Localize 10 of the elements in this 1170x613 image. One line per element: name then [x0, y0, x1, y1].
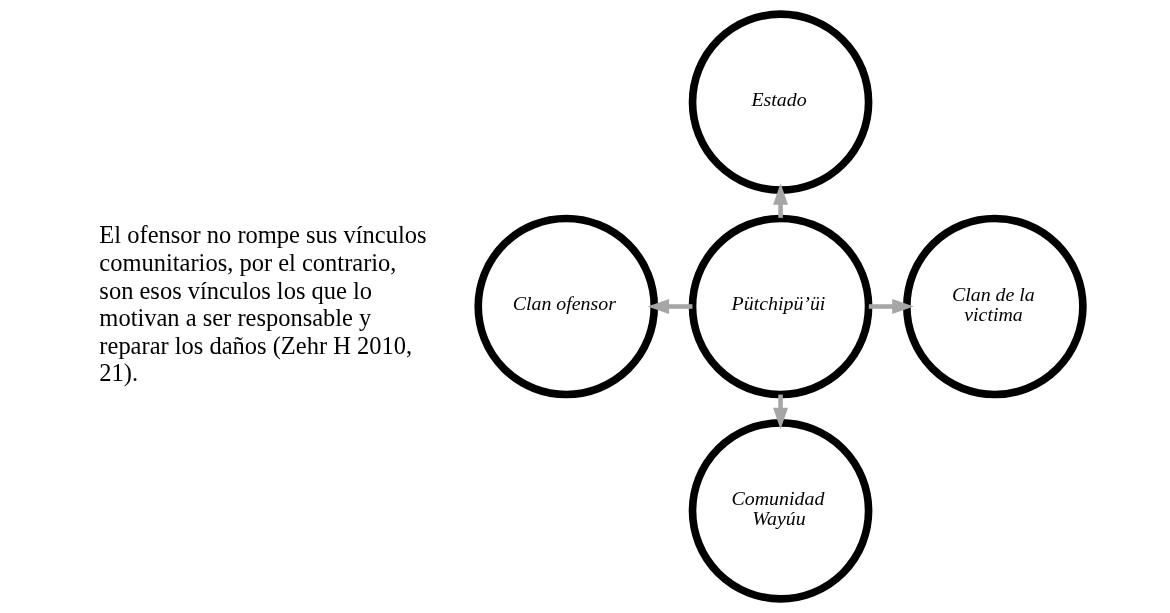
arrow [647, 298, 693, 315]
label: El ofensor no rompe sus vínculos comunitarios, por el contrario, son esos vínculos los que lo motivan a ser responsable y reparar los daños (Zehr H 2010, 21). [99, 221, 427, 387]
arrow [868, 298, 914, 315]
node-circle: Estado [688, 10, 873, 194]
node-circle: Clan ofensor [474, 214, 659, 399]
arrow [773, 183, 789, 218]
node-circle: Clan de la victima [903, 214, 1087, 399]
node-circle: Comunidad Wayúu [688, 419, 873, 603]
arrow [773, 394, 789, 430]
node-circle: Pütchipü’üi [688, 214, 873, 399]
